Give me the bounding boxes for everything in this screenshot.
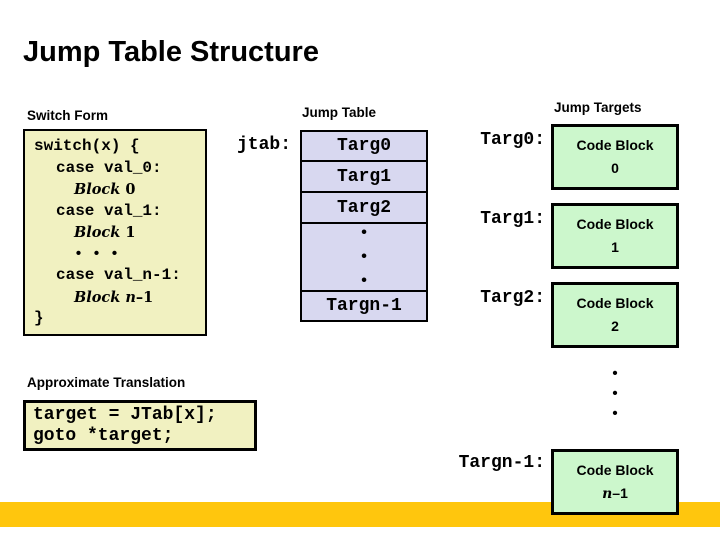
code-line: case val_1:: [56, 201, 162, 220]
block-num: –1: [135, 288, 154, 306]
code-block-line1: Code Block: [576, 136, 654, 153]
jump-table-row: Targ1: [302, 162, 426, 193]
block-num: 1: [125, 224, 136, 241]
translation-code-line: goto *target;: [33, 426, 174, 446]
translation-code-line: target = JTab[x];: [33, 405, 217, 425]
block-num-italic: n: [125, 288, 136, 306]
jump-table-row: Targ2: [302, 193, 426, 224]
translation-code-box: target = JTab[x]; goto *target;: [23, 400, 257, 451]
code-line: switch(x) {: [34, 137, 140, 155]
code-block-num-italic: n: [602, 485, 613, 502]
target-address-label: Targn-1:: [458, 453, 545, 473]
code-line: }: [34, 309, 44, 327]
page-title: Jump Table Structure: [23, 36, 319, 68]
jump-table-heading: Jump Table: [302, 105, 377, 120]
jump-table-dots: • • •: [302, 224, 426, 292]
jtab-pointer-label: jtab:: [237, 135, 292, 155]
code-block-box: Code Block 0: [551, 124, 679, 190]
code-block-num: 1: [611, 238, 619, 255]
dot: •: [612, 385, 618, 402]
dot: •: [612, 365, 618, 382]
code-block-line1: Code Block: [576, 215, 654, 232]
code-block-line1: Code Block: [576, 461, 654, 478]
code-block-num: –1: [612, 484, 628, 501]
block-word: Block: [74, 288, 121, 306]
target-address-label: Targ2:: [480, 288, 545, 308]
dot: •: [612, 405, 618, 422]
jump-table: Targ0 Targ1 Targ2 • • • Targn-1: [300, 130, 428, 322]
code-block-num: 2: [611, 317, 619, 334]
code-line: case val_0:: [56, 158, 162, 177]
jump-targets-heading: Jump Targets: [554, 100, 642, 115]
approximate-translation-heading: Approximate Translation: [27, 375, 186, 390]
code-block-line1: Code Block: [576, 294, 654, 311]
code-block-box: Code Block n–1: [551, 449, 679, 515]
dot: •: [361, 272, 367, 289]
block-num: 0: [125, 181, 136, 198]
code-block-num: 0: [611, 159, 619, 176]
target-address-label: Targ0:: [480, 130, 545, 150]
block-word: Block: [74, 224, 121, 241]
jump-table-row: Targ0: [302, 132, 426, 162]
block-word: Block: [74, 181, 121, 198]
dot: •: [361, 224, 367, 241]
jump-targets-dots: • • •: [605, 366, 625, 421]
dot: •: [361, 248, 367, 265]
code-block-box: Code Block 1: [551, 203, 679, 269]
code-line: case val_n-1:: [56, 266, 181, 284]
code-block-box: Code Block 2: [551, 282, 679, 348]
target-address-label: Targ1:: [480, 209, 545, 229]
jump-table-row: Targn-1: [326, 296, 402, 316]
ellipsis-dots: • • •: [74, 245, 120, 263]
switch-form-heading: Switch Form: [27, 108, 109, 123]
